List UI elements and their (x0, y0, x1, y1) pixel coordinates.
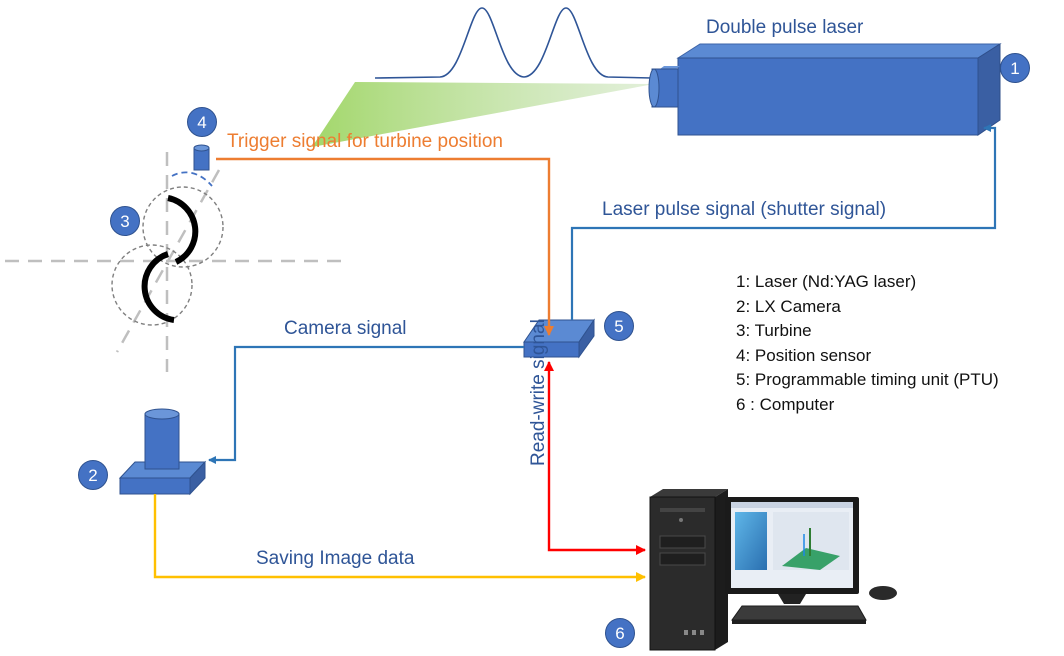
laser-device (648, 43, 1002, 136)
badge-ptu: 5 (604, 311, 634, 341)
laser-title: Double pulse laser (706, 17, 864, 38)
legend-item: 1: Laser (Nd:YAG laser) (736, 272, 917, 291)
badge-position-sensor: 4 (187, 107, 217, 137)
legend: 1: Laser (Nd:YAG laser) 2: LX Camera 3: … (736, 270, 999, 417)
badge-camera: 2 (78, 460, 108, 490)
saving-signal-line (153, 494, 646, 582)
legend-item: 6 : Computer (736, 394, 835, 414)
badge-laser: 1 (1000, 53, 1030, 83)
camera-device (118, 408, 207, 496)
badge-computer: 6 (605, 618, 635, 648)
legend-item: 5: Programmable timing unit (PTU) (736, 370, 999, 389)
computer-device (649, 489, 897, 651)
trigger-signal-label: Trigger signal for turbine position (227, 131, 503, 152)
position-sensor (171, 144, 213, 187)
read-write-signal-line (544, 361, 646, 555)
ptu-device (523, 318, 595, 359)
camera-signal-label: Camera signal (284, 318, 407, 339)
saving-signal-label: Saving Image data (256, 548, 415, 569)
laser-pulse-signal-label: Laser pulse signal (shutter signal) (602, 199, 887, 220)
double-pulse-waveform (374, 7, 653, 79)
camera-signal-line (208, 345, 524, 464)
laser-beam (312, 82, 654, 147)
legend-item: 2: LX Camera (736, 296, 841, 316)
legend-item: 4: Position sensor (736, 345, 872, 365)
read-write-signal-label: Read-write signal (528, 319, 549, 466)
turbine-blades (141, 195, 199, 323)
turbine-axes (5, 152, 342, 372)
laser-pulse-signal-line (570, 124, 997, 320)
legend-item: 3: Turbine (736, 321, 812, 340)
turbine-sweep-circles (111, 186, 224, 326)
badge-turbine: 3 (110, 206, 140, 236)
trigger-signal-line (216, 157, 554, 336)
